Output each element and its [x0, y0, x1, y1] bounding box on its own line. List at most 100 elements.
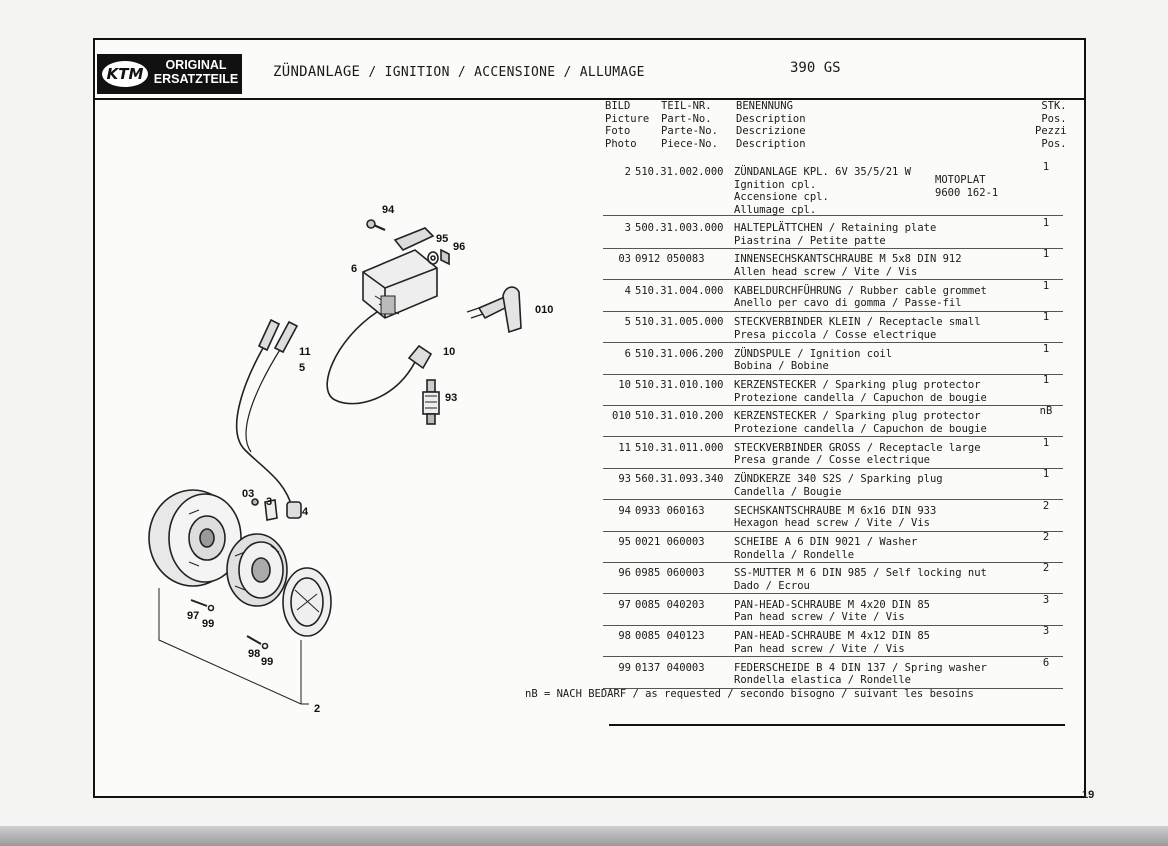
row-quantity: 3 [1042, 593, 1050, 606]
retaining-plate-drawing [264, 499, 278, 521]
spark-plug-drawing [422, 379, 440, 425]
col-qty-fr: Pos. [1041, 137, 1067, 150]
row-part-number: 510.31.011.000 [635, 441, 724, 454]
col-part-en: Part-No. [661, 112, 712, 125]
table-row: 2 510.31.002.000 ZÜNDANLAGE KPL. 6V 35/5… [603, 161, 1063, 216]
row-description: ZÜNDANLAGE KPL. 6V 35/5/21 W Ignition cp… [734, 166, 911, 216]
footnote: nB = NACH BEDARF / as requested / second… [525, 688, 974, 700]
col-qty-it: Pezzi [1035, 125, 1067, 137]
desc-line: SECHSKANTSCHRAUBE M 6x16 DIN 933 [734, 504, 937, 517]
row-divider [603, 373, 1063, 375]
row-bild: 4 [624, 284, 631, 297]
table-row: 5 510.31.005.000 STECKVERBINDER KLEIN / Re… [603, 311, 1063, 344]
row-divider [603, 279, 1063, 281]
row-bild: 3 [624, 222, 631, 234]
row-divider [603, 215, 1063, 216]
row-divider [603, 248, 1063, 249]
row-part-number: 510.31.005.000 [635, 316, 724, 329]
col-desc-fr: Description [736, 137, 806, 150]
col-desc-en: Description [736, 112, 806, 125]
desc-line: SCHEIBE A 6 DIN 9021 / Washer [734, 536, 918, 548]
logo-line-original: ORIGINAL [165, 58, 227, 72]
row-quantity: 1 [1042, 468, 1050, 481]
desc-line: Rondella elastica / Rondelle [734, 674, 912, 687]
row-divider [603, 310, 1063, 312]
desc-line: Rondella / Rondelle [734, 548, 855, 561]
desc-line: Pan head screw / Vite / Vis [734, 611, 905, 624]
callout-96: 96 [453, 241, 466, 253]
desc-line: STECKVERBINDER KLEIN / Receptacle small [734, 316, 981, 329]
row-bild: 010 [612, 410, 631, 423]
row-divider [603, 467, 1063, 469]
row-bild: 94 [618, 504, 631, 517]
column-head-desc: BENENNUNG Description Descrizione Descri… [736, 100, 806, 150]
callout-97: 97 [187, 610, 200, 622]
row-quantity: 1 [1042, 311, 1050, 324]
row-divider [603, 530, 1063, 532]
title-german: ZÜNDANLAGE [273, 64, 361, 80]
callout-5: 5 [299, 362, 306, 374]
row-divider [603, 687, 1063, 689]
callout-99-a: 99 [202, 618, 215, 630]
ignition-parts-drawing [148, 219, 522, 705]
row-part-number: 0912 050083 [635, 253, 705, 266]
row-quantity: 1 [1042, 436, 1050, 449]
callout-4: 4 [302, 506, 309, 518]
desc-line: Accensione cpl. [734, 191, 829, 203]
row-divider [603, 593, 1063, 595]
callout-95: 95 [436, 233, 449, 245]
desc-line: STECKVERBINDER GROSS / Receptacle large [734, 441, 981, 454]
col-qty-en: Pos. [1041, 112, 1067, 125]
row-quantity: 1 [1042, 279, 1050, 292]
desc-line: INNENSECHSKANTSCHRAUBE M 5x8 DIN 912 [734, 253, 962, 266]
row-part-number: 0085 040203 [635, 598, 705, 611]
row-bild: 99 [618, 661, 631, 674]
row-quantity: 1 [1042, 161, 1050, 173]
desc-line: Ignition cpl. [734, 178, 817, 191]
row-divider [603, 624, 1063, 626]
col-bild-it: Foto [605, 125, 631, 137]
desc-line: KABELDURCHFÜHRUNG / Rubber cable grommet [734, 284, 987, 297]
callout-2: 2 [314, 703, 321, 715]
row-divider [603, 342, 1063, 344]
row-quantity: 1 [1042, 217, 1050, 229]
row-bild: 2 [624, 166, 631, 178]
row-description: KABELDURCHFÜHRUNG / Rubber cable grommet… [734, 285, 987, 310]
desc-line: SS-MUTTER M 6 DIN 985 / Self locking nut [734, 567, 987, 580]
grommet-drawing [286, 501, 302, 519]
desc-line: Presa piccola / Cosse electrique [734, 328, 937, 341]
column-head-part: TEIL-NR. Part-No. Parte-No. Piece-No. [661, 100, 718, 150]
plug-cap-10-drawing [407, 344, 433, 370]
col-desc-it: Descrizione [736, 125, 806, 137]
row-bild: 5 [624, 316, 631, 329]
callout-98: 98 [248, 648, 261, 660]
desc-line: Anello per cavo di gomma / Passe-fil [734, 297, 962, 310]
page-header: KTM ORIGINAL ERSATZTEILE ZÜNDANLAGE / IG… [95, 40, 1084, 100]
allen-screw-drawing [251, 498, 259, 506]
scan-shadow [0, 826, 1168, 846]
stator-screws-drawing [190, 599, 269, 650]
row-divider [603, 405, 1063, 406]
row-quantity: 1 [1042, 374, 1050, 386]
row-part-number: 510.31.010.200 [635, 410, 724, 423]
row-bild: 97 [618, 598, 631, 611]
row-part-number: 0137 040003 [635, 661, 705, 674]
supplier-number: 9600 162-1 [935, 186, 999, 199]
row-quantity: 6 [1042, 656, 1050, 669]
desc-line: PAN-HEAD-SCHRAUBE M 4x20 DIN 85 [734, 598, 930, 611]
callout-99-b: 99 [261, 656, 274, 668]
desc-line: Presa grande / Cosse electrique [734, 454, 930, 467]
logo-line-ersatzteile: ERSATZTEILE [153, 72, 239, 86]
row-bild: 96 [618, 567, 631, 580]
row-part-number: 0985 060003 [635, 567, 705, 580]
row-bild: 95 [618, 536, 631, 548]
row-quantity: 2 [1042, 562, 1050, 575]
column-head-bild: BILD Picture Foto Photo [605, 100, 649, 150]
ignition-coil-drawing [362, 227, 438, 319]
